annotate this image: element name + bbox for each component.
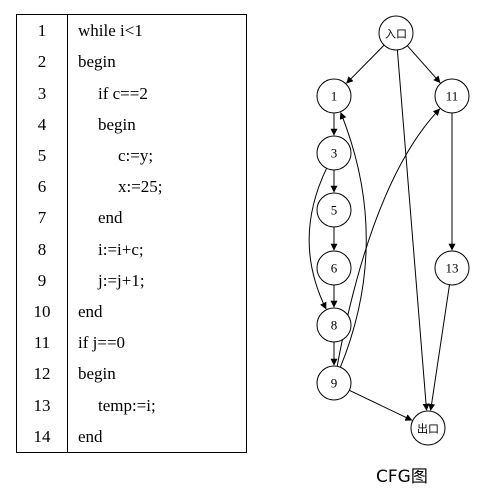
line-number: 2 xyxy=(16,46,68,78)
cfg-node-n9: 9 xyxy=(316,365,352,401)
cfg-node-n3: 3 xyxy=(316,135,352,171)
cfg-node-circle xyxy=(316,307,352,343)
line-number: 8 xyxy=(16,233,68,265)
code-listing-body: 1 while i<1 2 begin 3 if c==2 4 begin 5 c:=y; 6 x:=… xyxy=(16,14,247,453)
line-number: 5 xyxy=(16,139,68,172)
line-number: 3 xyxy=(16,77,68,109)
cfg-edge-n9-to-exit xyxy=(349,389,413,421)
line-number: 11 xyxy=(16,327,68,359)
cfg-node-n6: 6 xyxy=(316,250,352,286)
line-number: 10 xyxy=(16,295,68,328)
code-line: 4 begin xyxy=(16,108,247,140)
line-number: 14 xyxy=(16,420,68,453)
code-line: 5 c:=y; xyxy=(16,139,247,172)
cfg-node-label: 3 xyxy=(331,146,338,161)
cfg-node-circle xyxy=(378,15,414,51)
cfg-node-label: 9 xyxy=(331,376,338,391)
cfg-edge-entry-to-n11 xyxy=(406,45,441,84)
code-text: begin xyxy=(78,364,116,384)
line-number: 12 xyxy=(16,358,68,390)
cfg-node-entry: 入口 xyxy=(378,15,414,51)
code-line: 13 temp:=i; xyxy=(16,389,247,421)
code-text: x:=25; xyxy=(118,177,163,197)
line-number: 1 xyxy=(16,14,68,47)
code-text: end xyxy=(78,426,103,446)
code-line: 14 end xyxy=(16,420,247,453)
code-line: 8 i:=i+c; xyxy=(16,233,247,265)
cfg-node-label: 1 xyxy=(331,89,338,104)
cfg-node-n11: 11 xyxy=(434,78,470,114)
cfg-node-label: 13 xyxy=(446,261,459,276)
cfg-edge-n9-to-n1 xyxy=(339,112,367,368)
code-text: end xyxy=(78,301,103,321)
cfg-node-label: 入口 xyxy=(385,29,407,41)
code-text: temp:=i; xyxy=(98,395,156,415)
cfg-node-circle xyxy=(316,250,352,286)
cfg-edge-n13-to-exit xyxy=(428,284,450,411)
cfg-node-exit: 出口 xyxy=(410,410,446,446)
cfg-node-label: 5 xyxy=(331,203,338,218)
code-line: 3 if c==2 xyxy=(16,77,247,109)
code-text: j:=j+1; xyxy=(98,270,145,290)
cfg-node-label: 出口 xyxy=(417,422,439,436)
cfg-node-n13: 13 xyxy=(434,250,470,286)
cfg-node-circle xyxy=(316,192,352,228)
cfg-node-n1: 1 xyxy=(316,78,352,114)
line-number: 6 xyxy=(16,171,68,203)
cfg-node-circle xyxy=(434,250,470,286)
cfg-caption: CFG图 xyxy=(376,467,428,487)
code-line: 12 begin xyxy=(16,358,247,390)
line-number: 7 xyxy=(16,202,68,234)
code-line: 7 end xyxy=(16,202,247,234)
code-text: i:=i+c; xyxy=(98,239,144,259)
code-listing-table: 1 while i<1 2 begin 3 if c==2 4 begin 5 c:=y; 6 x:=… xyxy=(16,14,247,453)
cfg-node-circle xyxy=(410,410,446,446)
cfg-edge-n3-to-n8 xyxy=(308,168,328,310)
code-line: 9 j:=j+1; xyxy=(16,264,247,296)
cfg-node-n5: 5 xyxy=(316,192,352,228)
cfg-edge-entry-to-exit xyxy=(396,49,430,411)
cfg-node-label: 8 xyxy=(331,318,338,333)
cfg-node-n8: 8 xyxy=(316,307,352,343)
code-line: 1 while i<1 xyxy=(16,14,247,47)
cfg-node-circle xyxy=(316,135,352,171)
cfg-node-circle xyxy=(316,78,352,114)
code-line: 2 begin xyxy=(16,46,247,78)
cfg-edge-entry-to-n1 xyxy=(346,44,385,84)
cfg-node-label: 6 xyxy=(331,261,338,276)
code-line: 10 end xyxy=(16,295,247,328)
cfg-node-circle xyxy=(434,78,470,114)
cfg-node-label: 11 xyxy=(446,89,459,104)
cfg-node-circle xyxy=(316,365,352,401)
code-text: if c==2 xyxy=(98,83,148,103)
line-number: 4 xyxy=(16,108,68,140)
code-text: begin xyxy=(78,52,116,72)
code-text: begin xyxy=(98,114,136,134)
line-number: 9 xyxy=(16,264,68,296)
code-line: 6 x:=25; xyxy=(16,171,247,203)
code-text: if j==0 xyxy=(78,333,126,353)
code-text: end xyxy=(98,208,123,228)
code-text: c:=y; xyxy=(118,145,154,165)
code-line: 11 if j==0 xyxy=(16,327,247,359)
code-text: while i<1 xyxy=(78,21,143,41)
line-number: 13 xyxy=(16,389,68,421)
